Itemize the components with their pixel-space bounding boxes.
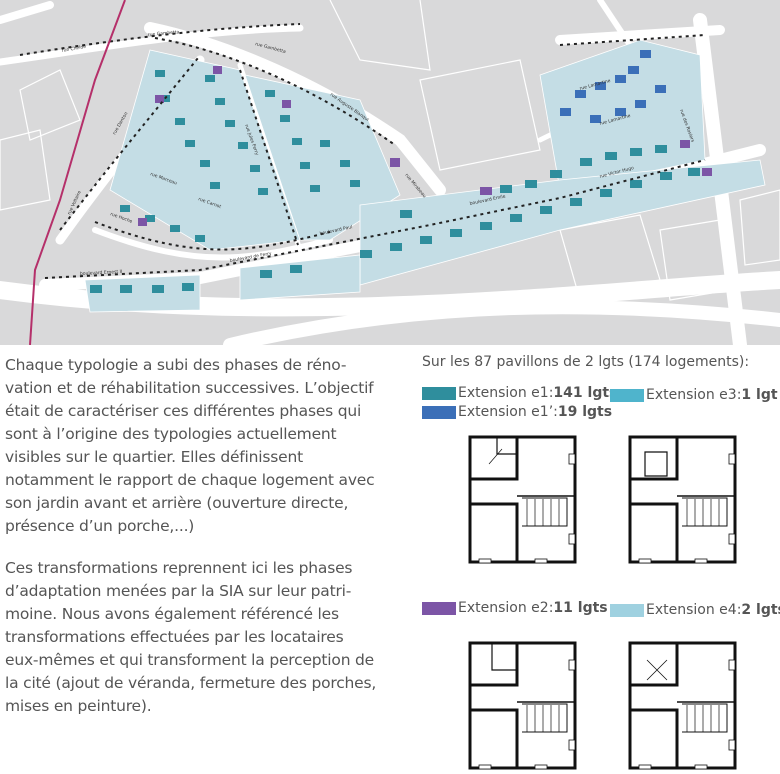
extensions-e1-prime <box>560 50 666 123</box>
extensions-e2 <box>138 66 712 226</box>
extensions-e1 <box>90 70 700 293</box>
legend-e1-prime: Extension e1’: 19 lgts <box>422 404 612 420</box>
street-furniture-dashes <box>19 23 706 279</box>
legend-count: 2 lgts <box>741 602 780 618</box>
legend-label: Extension e4: <box>646 602 742 618</box>
legend-swatch-e2 <box>422 601 456 615</box>
legend-label: Extension e1’: <box>458 404 558 420</box>
legend-swatch-e1 <box>422 386 456 400</box>
legend-swatch-e3 <box>610 388 644 402</box>
street-label: boulevard Ernest II <box>80 269 123 277</box>
floor-plan-e3 <box>628 435 737 564</box>
legend-count: 1 lgt <box>741 387 778 403</box>
floor-plan-e2 <box>468 641 577 770</box>
legend-swatch-e1-prime <box>422 405 456 419</box>
stats-title: Sur les 87 pavillons de 2 lgts (174 loge… <box>422 354 750 370</box>
description-paragraph-1: Chaque typologie a subi des phases de ré… <box>5 356 375 535</box>
floor-plan-e1 <box>468 435 577 564</box>
building-outlines <box>0 0 780 301</box>
legend-e4: Extension e4:2 lgts <box>610 602 780 618</box>
street-label: rue Gambetta <box>148 29 180 38</box>
street-label: rue Cheldé <box>61 43 87 54</box>
legend-count: 141 lgts <box>553 385 618 401</box>
legend-count: 19 lgts <box>557 404 613 420</box>
legend-swatch-e4 <box>610 603 644 617</box>
site-plan-map: rue Cheldé rue Gambetta rue Gambetta rue… <box>0 0 780 345</box>
legend-e2: Extension e2: 11 lgts <box>422 600 608 616</box>
legend-e1: Extension e1: 141 lgts <box>422 385 617 401</box>
legend-label: Extension e3: <box>646 387 742 403</box>
floor-plan-e4 <box>628 641 737 770</box>
legend-label: Extension e1: <box>458 385 554 401</box>
commune-boundary <box>29 0 126 345</box>
legend-e3: Extension e3: 1 lgt <box>610 387 778 403</box>
legend-count: 11 lgts <box>553 600 608 616</box>
legend-label: Extension e2: <box>458 600 554 616</box>
description-paragraph-2: Ces transformations reprennent ici les p… <box>5 559 377 715</box>
